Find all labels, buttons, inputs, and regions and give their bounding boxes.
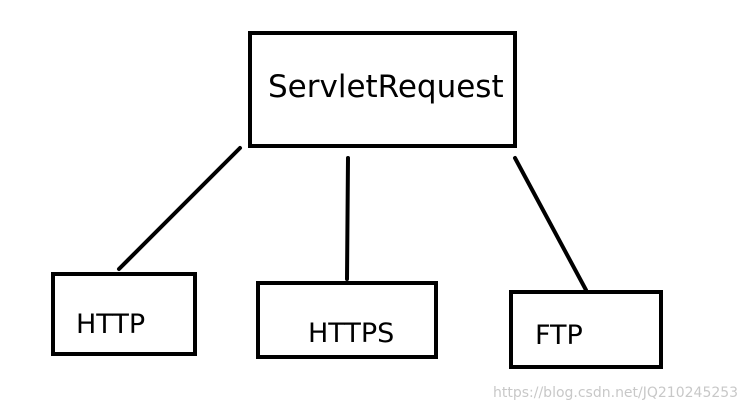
source-watermark: https://blog.csdn.net/JQ210245253 [493,385,739,401]
servlet-request-node: ServletRequest [248,31,517,148]
ftp-node: FTP [509,290,663,369]
ftp-label: FTP [535,320,583,351]
servlet-request-label: ServletRequest [268,69,504,105]
connector-root-to-https [345,156,350,281]
connector-root-to-http [117,146,242,271]
https-node: HTTPS [256,281,438,359]
http-node: HTTP [51,272,197,356]
https-label: HTTPS [308,318,395,349]
connector-root-to-ftp [513,156,588,292]
http-label: HTTP [76,309,146,340]
